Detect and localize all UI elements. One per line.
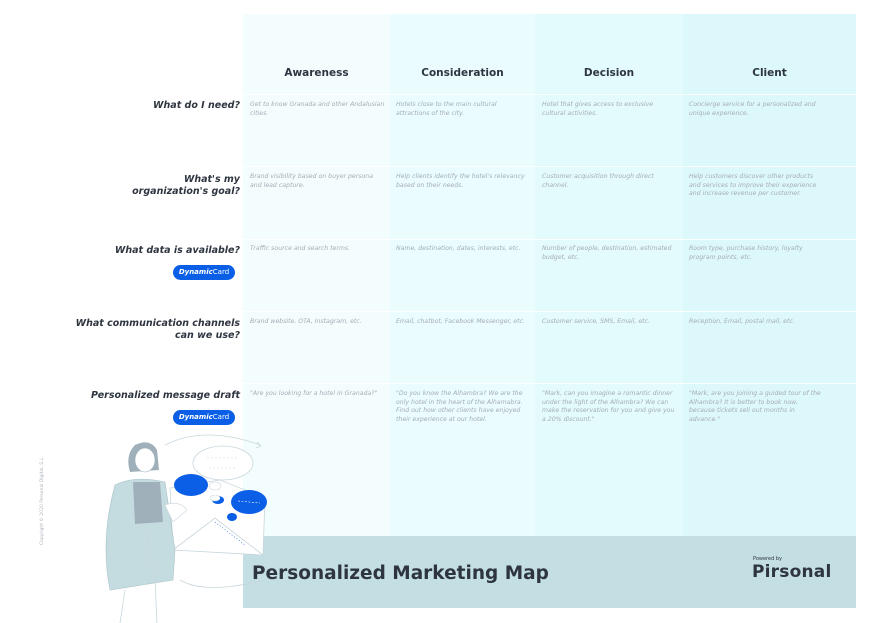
- cell: Name, destination, dates, interests, etc…: [396, 245, 521, 252]
- row-divider: [243, 311, 856, 312]
- badge-bold: Dynamic: [178, 268, 213, 276]
- powered-by-label: Powered by: [753, 556, 782, 562]
- cell: Hotels close to the main cultural attrac…: [396, 101, 497, 117]
- cell: "Do you know the Alhambra? We are the on…: [396, 390, 523, 423]
- woman-with-envelope-illustration: [105, 434, 267, 623]
- row-label-message: Personalized message draft: [91, 390, 240, 401]
- row-divider: [243, 239, 856, 240]
- column-header-awareness: Awareness: [284, 67, 349, 79]
- brand-logo: Pirsonal: [752, 562, 832, 582]
- page-title: Personalized Marketing Map: [252, 563, 549, 584]
- row-divider: [243, 166, 856, 167]
- row-label-data: What data is available?: [114, 245, 240, 256]
- cell: "Mark, are you joining a guided tour of …: [689, 390, 821, 423]
- row-divider: [243, 94, 856, 95]
- woman-hand: [164, 503, 188, 523]
- dynamic-card-badge: DynamicCard: [173, 410, 235, 425]
- column-client-bg: [683, 14, 856, 536]
- cell: Get to know Granada and other Andalusian…: [250, 101, 385, 117]
- badge-regular: Card: [212, 413, 230, 421]
- speech-bubble-icon: [192, 445, 254, 481]
- cell: Room type, purchase history, loyalty pro…: [689, 245, 803, 261]
- cell: Email, chatbot, Facebook Messenger, etc.: [396, 318, 525, 325]
- footer-band: Personalized Marketing Map Powered by Pi…: [243, 536, 856, 608]
- row-label-channels: What communication channels can we use?: [60, 318, 240, 342]
- cell: "Are you looking for a hotel in Granada?…: [250, 390, 378, 397]
- cell: Help customers discover other products a…: [689, 173, 817, 198]
- row-label-channels-line2: can we use?: [174, 330, 240, 341]
- column-header-client: Client: [752, 67, 787, 79]
- copyright-text: Copyright © 2020 Personal Digital, S.L.: [40, 456, 45, 545]
- cell: Concierge service for a personalized and…: [689, 101, 816, 117]
- column-awareness-bg: [243, 14, 390, 536]
- cell: Customer service, SMS, Email, etc.: [542, 318, 650, 325]
- row-label-goal-line2: organization's goal?: [132, 186, 240, 197]
- cell: Brand visibility based on buyer persona …: [250, 173, 374, 189]
- row-label-goal: What's my organization's goal?: [60, 174, 240, 198]
- dynamic-card-badge: DynamicCard: [173, 265, 235, 280]
- cell: Number of people, destination, estimated…: [542, 245, 672, 261]
- row-divider: [243, 383, 856, 384]
- cell: Customer acquisition through direct chan…: [542, 173, 654, 189]
- cell: Hotel that gives access to exclusive cul…: [542, 101, 654, 117]
- column-header-decision: Decision: [583, 67, 635, 79]
- cell: Reception, Email, postal mail, etc.: [689, 318, 795, 325]
- cell: Help clients identify the hotel's releva…: [396, 173, 525, 189]
- row-label-goal-line1: What's my: [183, 174, 240, 185]
- cell: "Mark, can you imagine a romantic dinner…: [542, 390, 675, 423]
- cell: Brand website, OTA, Instagram, etc.: [250, 318, 362, 325]
- chat-bubble-icon: [174, 474, 208, 496]
- column-header-consideration: Consideration: [421, 67, 504, 79]
- arrow-icon: [164, 434, 261, 446]
- cell: Traffic source and search terms.: [250, 245, 351, 252]
- badge-bold: Dynamic: [178, 413, 213, 421]
- row-label-channels-line1: What communication channels: [75, 318, 240, 329]
- column-consideration-bg: [390, 14, 535, 536]
- badge-regular: Card: [212, 268, 230, 276]
- column-decision-bg: [535, 14, 683, 536]
- row-label-needs: What do I need?: [153, 100, 240, 111]
